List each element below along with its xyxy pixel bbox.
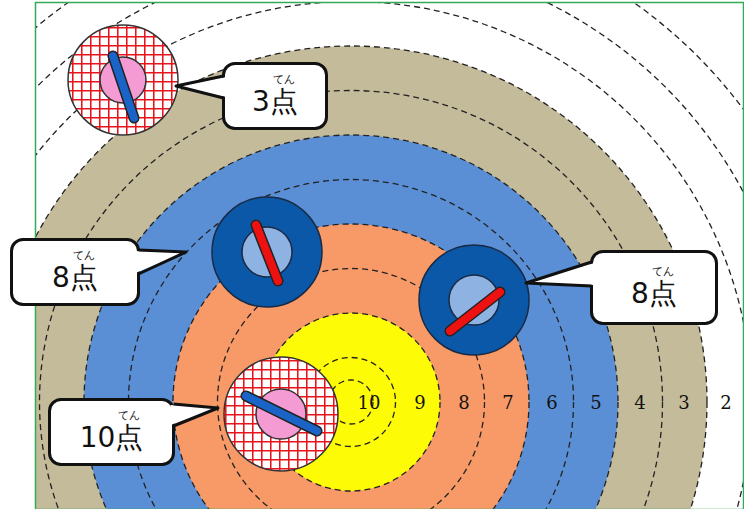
score-callout: 8点てん xyxy=(590,250,718,325)
ring-number: 4 xyxy=(634,393,645,413)
score-label: 10点 xyxy=(80,421,144,454)
ring-number: 7 xyxy=(502,393,513,413)
ring-number: 5 xyxy=(590,393,601,413)
ring-number: 2 xyxy=(720,393,731,413)
furigana: てん xyxy=(70,250,98,262)
score-label: 8点 xyxy=(52,261,98,294)
checkered-stone xyxy=(224,357,338,471)
ring-number: 10 xyxy=(358,393,381,413)
callout-tail-outline xyxy=(176,76,224,98)
score-label: 8点 xyxy=(631,277,677,310)
ring-number: 3 xyxy=(678,393,689,413)
blue-stone xyxy=(212,197,322,307)
ring-number: 9 xyxy=(414,393,425,413)
score-text-group: 8点てん xyxy=(52,250,98,294)
score-callout: 8点てん xyxy=(10,238,140,306)
callout-tail-outline xyxy=(139,250,187,274)
frame-border xyxy=(36,3,744,509)
score-text-group: 3点てん xyxy=(252,74,298,118)
score-text-group: 10点てん xyxy=(80,410,144,454)
callout-tail xyxy=(526,263,595,285)
furigana: てん xyxy=(270,74,298,86)
callout-tail-outline xyxy=(526,262,592,286)
target-rings xyxy=(35,2,744,509)
callout-tail-outline xyxy=(174,404,219,426)
ring-number: 8 xyxy=(458,393,469,413)
checkered-stone xyxy=(68,25,178,135)
callout-tail xyxy=(136,251,187,273)
furigana: てん xyxy=(115,410,143,422)
score-label: 3点 xyxy=(252,85,298,118)
ring-number: 6 xyxy=(546,393,557,413)
blue-stone xyxy=(419,245,529,355)
furigana: てん xyxy=(649,266,677,278)
score-callout: 10点てん xyxy=(48,398,175,466)
score-callout: 3点てん xyxy=(222,62,328,130)
callout-tail xyxy=(171,405,219,425)
score-text-group: 8点てん xyxy=(631,266,677,310)
callout-tail xyxy=(176,77,227,97)
